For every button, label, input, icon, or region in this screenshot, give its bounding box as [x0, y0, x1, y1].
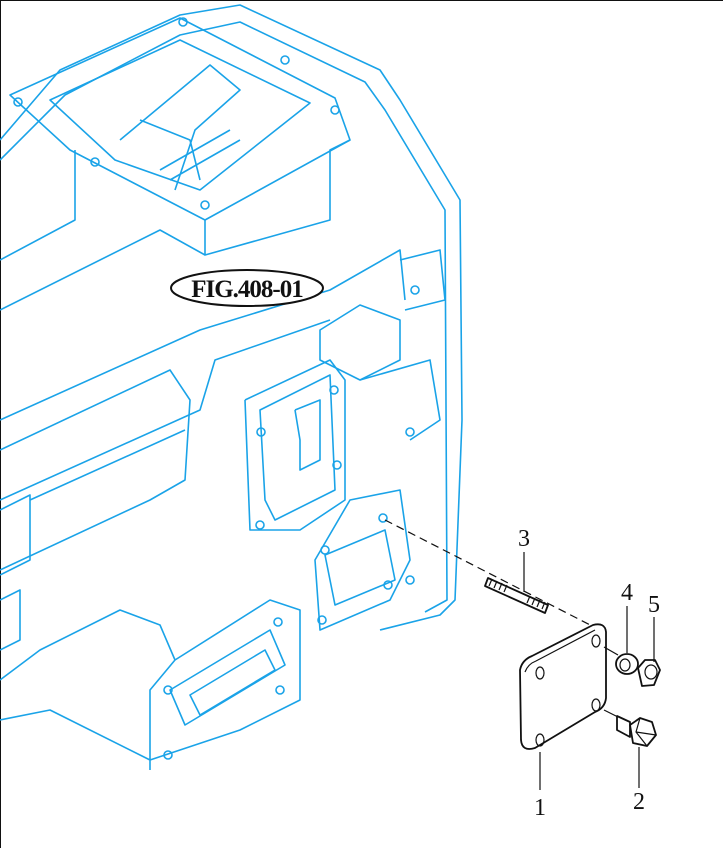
- callout-2: 2: [633, 789, 645, 815]
- callout-1: 1: [534, 795, 546, 821]
- callout-5: 5: [648, 592, 660, 618]
- cover-plate-part: [519, 623, 607, 750]
- stud-part: [484, 577, 549, 614]
- figure-label: FIG.408-01: [191, 276, 303, 303]
- washer-part: [615, 653, 639, 675]
- nut-part: [637, 659, 661, 687]
- leader-bolt: [603, 709, 619, 718]
- leader-washer: [603, 646, 619, 656]
- callout-4: 4: [621, 580, 633, 606]
- assembly-line: [384, 519, 601, 631]
- transmission-housing: [0, 4, 463, 770]
- figure-label-badge: FIG.408-01: [170, 269, 324, 307]
- bolt-part: [616, 715, 657, 747]
- callout-3: 3: [518, 526, 530, 552]
- callout-leaders: [523, 552, 655, 790]
